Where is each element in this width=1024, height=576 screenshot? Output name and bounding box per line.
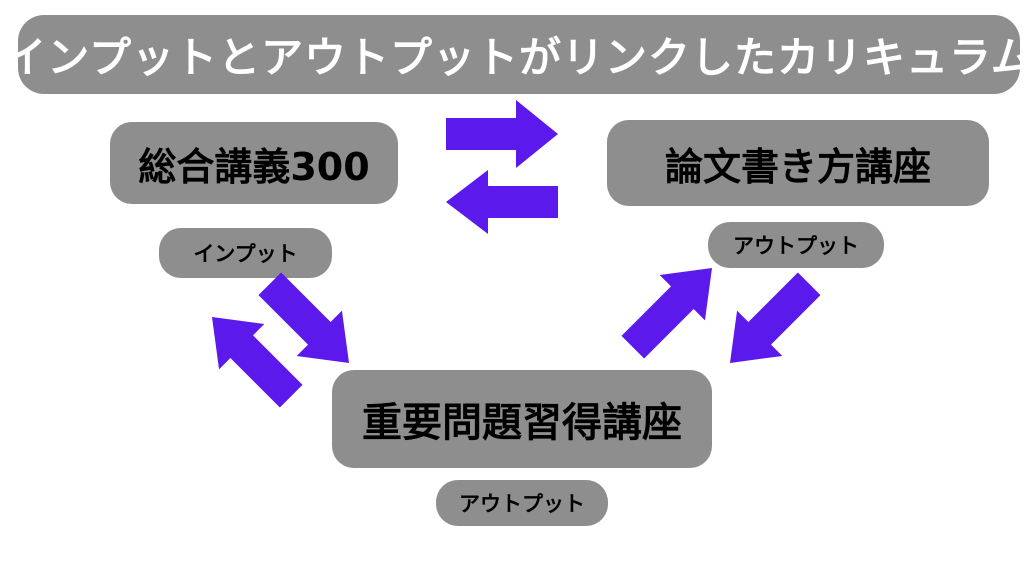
node-ronbun-kakikata: 論文書き方講座 [607,120,989,206]
arrow-up-right-icon [621,267,713,359]
node-sogo-kogi: 総合講義300 [110,122,398,204]
arrow-right-top-icon [446,100,558,168]
arrow-down-right-icon [258,272,350,364]
tag-output-bottom: アウトプット [436,480,608,526]
tag-input: インプット [159,228,332,278]
arrow-up-left-icon [211,316,303,408]
tag-output-right: アウトプット [708,222,884,268]
arrow-down-left-icon [729,272,821,364]
arrow-left-top-icon [446,170,558,234]
node-juyo-mondai: 重要問題習得講座 [332,370,712,468]
diagram-title: インプットとアウトプットがリンクしたカリキュラム [4,15,1024,94]
